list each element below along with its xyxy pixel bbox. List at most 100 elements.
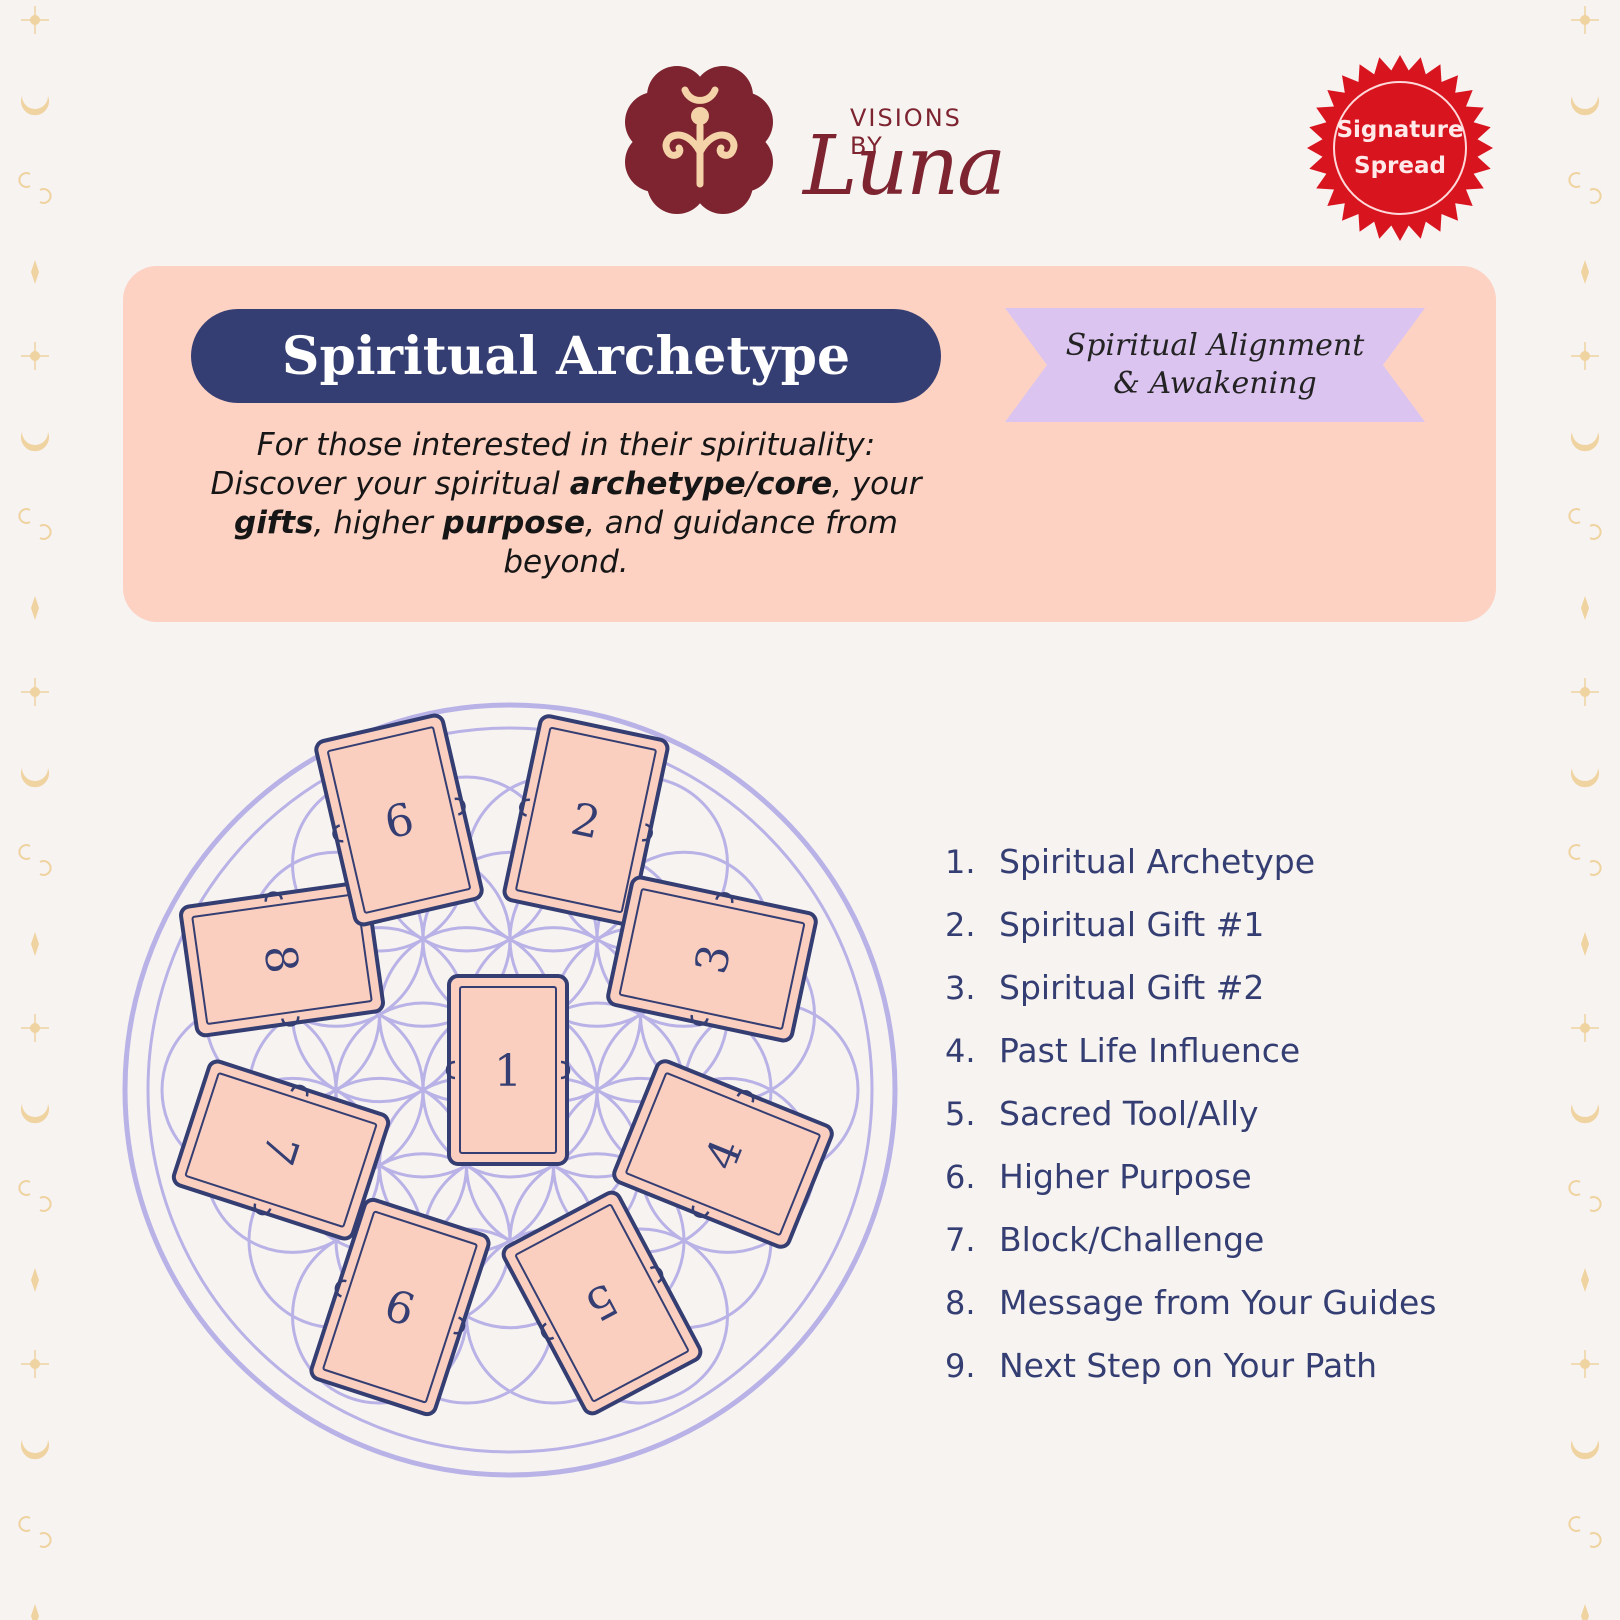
sparkle-icon	[31, 1604, 39, 1620]
moon-phase-icon	[18, 1516, 52, 1548]
card-face	[447, 974, 569, 1166]
sparkle-icon	[1581, 1268, 1589, 1292]
list-item: 3. Spiritual Gift #2	[945, 956, 1565, 1019]
crescent-icon	[691, 1090, 755, 1218]
star-icon	[21, 1350, 49, 1378]
moon-phase-icon	[18, 508, 52, 540]
spread-description: For those interested in their spirituali…	[191, 426, 941, 582]
moon-phase-icon	[18, 1180, 52, 1212]
position-number: 4.	[945, 1031, 976, 1070]
position-number: 3.	[945, 968, 976, 1007]
crescent-moon-icon	[1571, 432, 1599, 452]
crescent-icon	[445, 1060, 571, 1080]
card-face	[501, 1190, 703, 1416]
sparkle-icon	[31, 596, 39, 620]
positions-list: 1.Spiritual Archetype 2. Spiritual Gift #…	[945, 830, 1565, 1397]
tarot-card-9: 9	[314, 713, 484, 927]
crescent-icon	[253, 1084, 309, 1216]
moon-phase-icon	[1568, 1516, 1602, 1548]
card-inner-frame	[515, 726, 657, 914]
card-face	[171, 1059, 391, 1241]
sparkle-icon	[31, 932, 39, 956]
category-ribbon: Spiritual Alignment & Awakening	[1005, 308, 1425, 422]
list-item: 1.Spiritual Archetype	[945, 830, 1565, 893]
card-inner-frame	[322, 1210, 478, 1404]
star-icon	[1571, 1350, 1599, 1378]
sparkle-icon	[1581, 1604, 1589, 1620]
badge-line-2: Spread	[1354, 153, 1446, 179]
tarot-card-7: 7	[171, 1059, 391, 1241]
moon-phase-icon	[1568, 844, 1602, 876]
sparkle-icon	[1581, 932, 1589, 956]
ribbon-line-1: Spiritual Alignment	[1065, 328, 1365, 363]
description-text: , higher	[313, 505, 443, 541]
position-label: Sacred Tool/Ally	[999, 1094, 1259, 1133]
card-face	[314, 713, 484, 927]
crescent-moon-icon	[20, 768, 49, 788]
card-inner-frame	[184, 1072, 378, 1228]
header-panel: Spiritual Archetype For those interested…	[123, 266, 1496, 622]
inner-circle	[146, 726, 874, 1454]
star-icon	[21, 6, 49, 34]
list-item: 6.Higher Purpose	[945, 1145, 1565, 1208]
description-emphasis: core	[756, 466, 833, 502]
list-item: 7.Block/Challenge	[945, 1208, 1565, 1271]
card-inner-frame	[327, 726, 471, 914]
crescent-moon-icon	[20, 1104, 49, 1124]
ribbon-shape	[1005, 308, 1425, 422]
list-item: 4.Past Life Influence	[945, 1019, 1565, 1082]
card-inner-frame	[191, 893, 373, 1025]
position-number: 8.	[945, 1283, 976, 1322]
tarot-card-4: 4	[612, 1059, 834, 1249]
description-emphasis: archetype	[569, 466, 746, 502]
list-item: 5.Sacred Tool/Ally	[945, 1082, 1565, 1145]
tarot-card-3: 3	[606, 875, 818, 1043]
crescent-moon-icon	[20, 1440, 49, 1460]
star-icon	[21, 1014, 49, 1042]
position-number: 2.	[945, 905, 976, 944]
position-label: Spiritual Gift #2	[999, 968, 1265, 1007]
badge-line-1: Signature	[1336, 117, 1464, 143]
list-item: 2. Spiritual Gift #1	[945, 893, 1565, 956]
tarot-card-8: 8	[179, 880, 385, 1038]
description-text: , and guidance from beyond.	[503, 505, 898, 580]
description-emphasis: purpose	[442, 505, 586, 541]
list-item: 8.Message from Your Guides	[945, 1271, 1565, 1334]
position-label: Block/Challenge	[999, 1220, 1265, 1259]
card-inner-frame	[625, 1072, 821, 1236]
outer-circle	[122, 702, 898, 1478]
description-text: , your	[832, 466, 922, 502]
crescent-icon	[334, 1279, 466, 1335]
position-number: 9.	[945, 1346, 976, 1385]
crescent-moon-icon	[1571, 96, 1599, 116]
signature-badge: Signature Spread	[1305, 53, 1495, 243]
sparkle-icon	[1581, 596, 1589, 620]
tarot-card-1: 1	[445, 974, 571, 1166]
tarot-card-6: 6	[309, 1197, 491, 1417]
crescent-icon	[332, 797, 466, 843]
description-emphasis: gifts	[234, 505, 314, 541]
sparkle-icon	[1581, 260, 1589, 284]
seal-icon	[1307, 55, 1493, 241]
moon-phase-icon	[1568, 1180, 1602, 1212]
position-number: 6.	[945, 1157, 976, 1196]
star-icon	[1571, 342, 1599, 370]
card-number: 1	[494, 1046, 522, 1097]
position-label: Spiritual Gift #1	[999, 905, 1265, 944]
left-border-motif	[18, 6, 52, 1620]
sparkle-icon	[31, 260, 39, 284]
ribbon-line-2: & Awakening	[1113, 366, 1317, 401]
page-title: Spiritual Archetype	[191, 309, 941, 403]
tarot-card-2: 2	[502, 714, 670, 926]
description-text: For those interested in their spirituali…	[210, 427, 876, 502]
tarot-card-5: 5	[501, 1190, 703, 1416]
description-text: /	[745, 466, 757, 502]
crescent-icon	[264, 891, 300, 1027]
right-border-motif	[1568, 6, 1602, 1620]
list-item: 9. Next Step on Your Path	[945, 1334, 1565, 1397]
card-face	[612, 1059, 834, 1249]
position-label: Next Step on Your Path	[999, 1346, 1378, 1385]
position-label: Spiritual Archetype	[999, 842, 1316, 881]
moon-phase-icon	[18, 844, 52, 876]
